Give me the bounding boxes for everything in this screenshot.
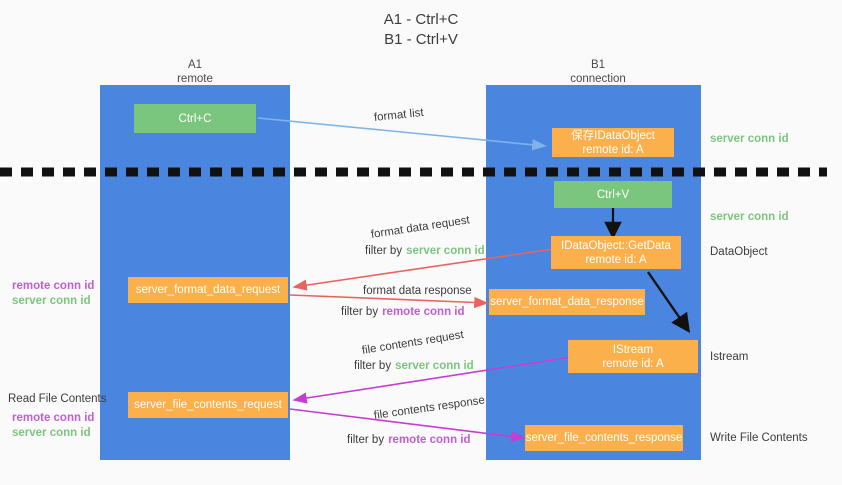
box-server-file-contents-request-label: server_file_contents_request	[134, 399, 282, 411]
edge-filter-file-contents-request: filter by server conn id	[354, 359, 474, 373]
left-label-remote-conn-id: remote conn id	[12, 280, 95, 292]
box-server-format-data-request-label: server_format_data_request	[135, 284, 281, 296]
box-ctrl-v[interactable]: Ctrl+V	[554, 181, 672, 208]
column-header-a1: A1 remote	[115, 58, 275, 86]
left-label-file-contents-group: Read File Contents	[8, 392, 106, 407]
box-idataobject-getdata-label: IDataObject::GetData	[561, 239, 671, 252]
filter-prefix: filter by	[354, 360, 392, 372]
arrow-format-list	[257, 117, 547, 151]
filter-prefix: filter by	[347, 434, 385, 446]
left-label-read-file-contents: Read File Contents	[8, 393, 107, 405]
edge-filter-format-data-response: filter by remote conn id	[341, 305, 465, 319]
diagram-title: A1 - Ctrl+C B1 - Ctrl+V	[0, 10, 842, 50]
right-label-dataobject: DataObject	[710, 246, 768, 258]
arrow-format-data-request	[292, 247, 561, 291]
column-header-b1-sub: connection	[570, 73, 626, 85]
filter-key-server-conn-id: server conn id	[395, 360, 474, 372]
box-save-idataobject-sub: remote id: A	[582, 143, 644, 156]
left-label-remote-conn-id: remote conn id	[12, 412, 95, 424]
edge-label-format-data-response: format data response	[363, 285, 472, 297]
arrow-file-contents-response	[289, 408, 526, 442]
filter-prefix: filter by	[341, 306, 379, 318]
column-header-b1: B1 connection	[518, 58, 678, 86]
filter-key-server-conn-id: server conn id	[406, 245, 485, 257]
left-label-server-conn-id: server conn id	[12, 427, 91, 439]
title-line-2: B1 - Ctrl+V	[384, 31, 458, 48]
box-idataobject-getdata-sub: remote id: A	[585, 253, 647, 266]
edge-filter-format-data-request: filter by server conn id	[365, 244, 485, 258]
box-server-file-contents-request[interactable]: server_file_contents_request	[128, 392, 288, 418]
edge-filter-file-contents-response: filter by remote conn id	[347, 433, 471, 447]
box-ctrl-c-label: Ctrl+C	[178, 112, 212, 125]
arrow-file-contents-request	[292, 356, 573, 404]
right-label-istream: Istream	[710, 351, 749, 363]
box-istream[interactable]: IStream remote id: A	[568, 340, 698, 373]
box-server-format-data-request[interactable]: server_format_data_request	[128, 277, 288, 303]
box-server-format-data-response-label: server_format_data_response	[490, 296, 644, 308]
arrow-getdata-to-istream	[647, 271, 691, 333]
column-header-b1-name: B1	[590, 59, 606, 71]
column-header-a1-name: A1	[187, 59, 203, 71]
arrow-format-data-response	[289, 294, 489, 309]
box-server-file-contents-response[interactable]: server_file_contents_response	[525, 425, 683, 451]
box-server-format-data-response[interactable]: server_format_data_response	[489, 289, 645, 315]
right-label-server-conn-id-top: server conn id	[710, 133, 789, 145]
right-label-write-file-contents: Write File Contents	[710, 432, 808, 444]
box-istream-sub: remote id: A	[602, 357, 664, 370]
filter-prefix: filter by	[365, 245, 403, 257]
box-ctrl-c[interactable]: Ctrl+C	[134, 104, 256, 133]
box-save-idataobject-label: 保存IDataObject	[571, 129, 655, 142]
filter-key-remote-conn-id: remote conn id	[388, 434, 471, 446]
left-label-file-conn-ids: remote conn id server conn id	[12, 411, 94, 441]
left-label-format-conn-ids: remote conn id server conn id	[12, 279, 94, 309]
filter-key-remote-conn-id: remote conn id	[382, 306, 465, 318]
title-line-1: A1 - Ctrl+C	[383, 11, 459, 28]
box-idataobject-getdata[interactable]: IDataObject::GetData remote id: A	[551, 236, 681, 269]
left-label-server-conn-id: server conn id	[12, 295, 91, 307]
right-label-server-conn-id-mid: server conn id	[710, 211, 789, 223]
box-ctrl-v-label: Ctrl+V	[596, 188, 630, 201]
box-save-idataobject[interactable]: 保存IDataObject remote id: A	[552, 128, 674, 157]
box-server-file-contents-response-label: server_file_contents_response	[525, 432, 683, 444]
box-istream-label: IStream	[612, 343, 654, 356]
column-header-a1-sub: remote	[177, 73, 213, 85]
